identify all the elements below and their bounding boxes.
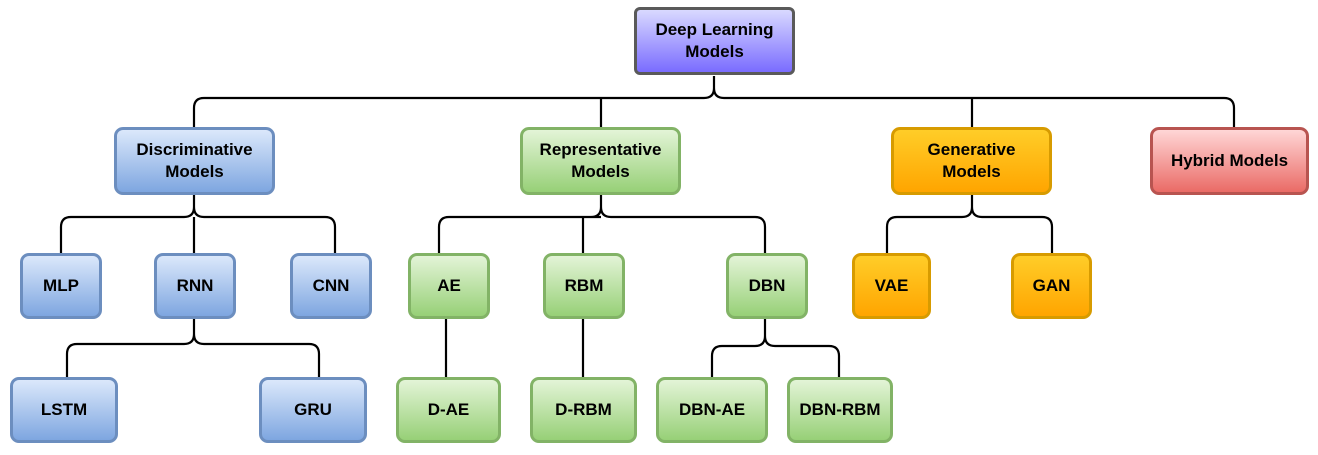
- edge-root-categories: [192, 76, 1236, 128]
- model-mlp: MLP: [20, 253, 102, 319]
- model-dbn-ae: DBN-AE: [656, 377, 768, 443]
- model-ae: AE: [408, 253, 490, 319]
- edge-representative-children: [437, 195, 767, 253]
- category-generative-models: Generative Models: [891, 127, 1052, 195]
- model-dbn: DBN: [726, 253, 808, 319]
- edge-dbn-children: [710, 318, 841, 377]
- model-gan: GAN: [1011, 253, 1092, 319]
- category-hybrid-models: Hybrid Models: [1150, 127, 1309, 195]
- model-d-ae: D-AE: [396, 377, 501, 443]
- edge-generative-children: [885, 195, 1054, 253]
- model-vae: VAE: [852, 253, 931, 319]
- model-gru: GRU: [259, 377, 367, 443]
- edge-rnn-children: [65, 318, 321, 377]
- model-lstm: LSTM: [10, 377, 118, 443]
- model-rbm: RBM: [543, 253, 625, 319]
- model-rnn: RNN: [154, 253, 236, 319]
- category-discriminative-models: Discriminative Models: [114, 127, 275, 195]
- edge-discriminative-children: [59, 195, 337, 253]
- category-representative-models: Representative Models: [520, 127, 681, 195]
- model-d-rbm: D-RBM: [530, 377, 637, 443]
- root-node-deep-learning-models: Deep Learning Models: [634, 7, 795, 75]
- model-cnn: CNN: [290, 253, 372, 319]
- model-dbn-rbm: DBN-RBM: [787, 377, 893, 443]
